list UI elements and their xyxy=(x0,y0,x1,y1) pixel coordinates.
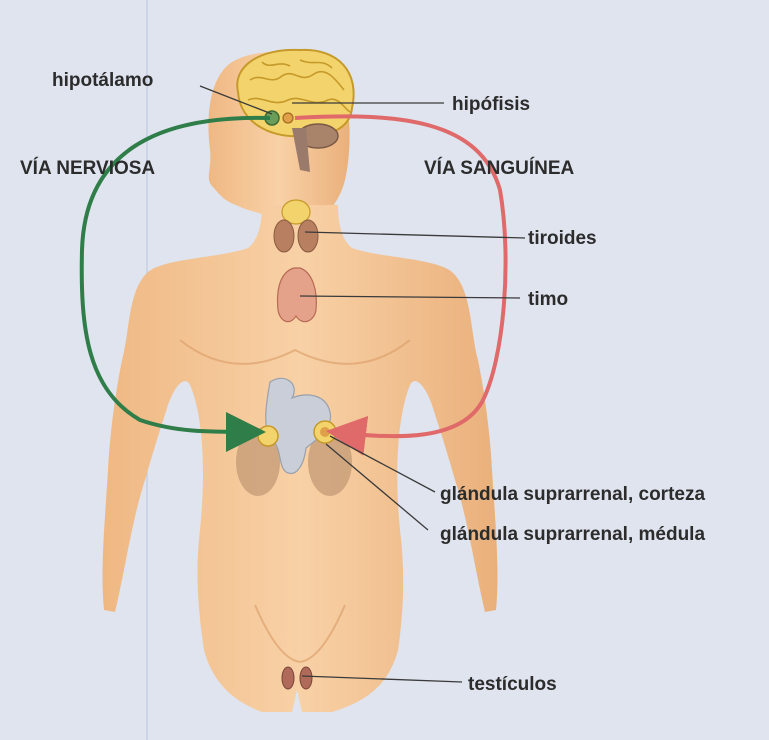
label-testiculos: testículos xyxy=(468,674,557,695)
label-hipofisis: hipófisis xyxy=(452,94,530,115)
label-timo: timo xyxy=(528,289,568,310)
label-suprarrenal-corteza: glándula suprarrenal, corteza xyxy=(440,484,705,505)
pituitary-marker xyxy=(283,113,293,123)
adrenal-gland-left xyxy=(258,426,278,446)
label-hipotalamo: hipotálamo xyxy=(52,70,153,91)
label-tiroides: tiroides xyxy=(528,228,597,249)
label-via-sanguinea: VÍA SANGUÍNEA xyxy=(424,157,575,179)
label-via-nerviosa: VÍA NERVIOSA xyxy=(20,157,155,179)
adrenal-medulla xyxy=(320,427,330,437)
label-suprarrenal-medula: glándula suprarrenal, médula xyxy=(440,524,705,545)
thymus-gland xyxy=(278,268,317,322)
